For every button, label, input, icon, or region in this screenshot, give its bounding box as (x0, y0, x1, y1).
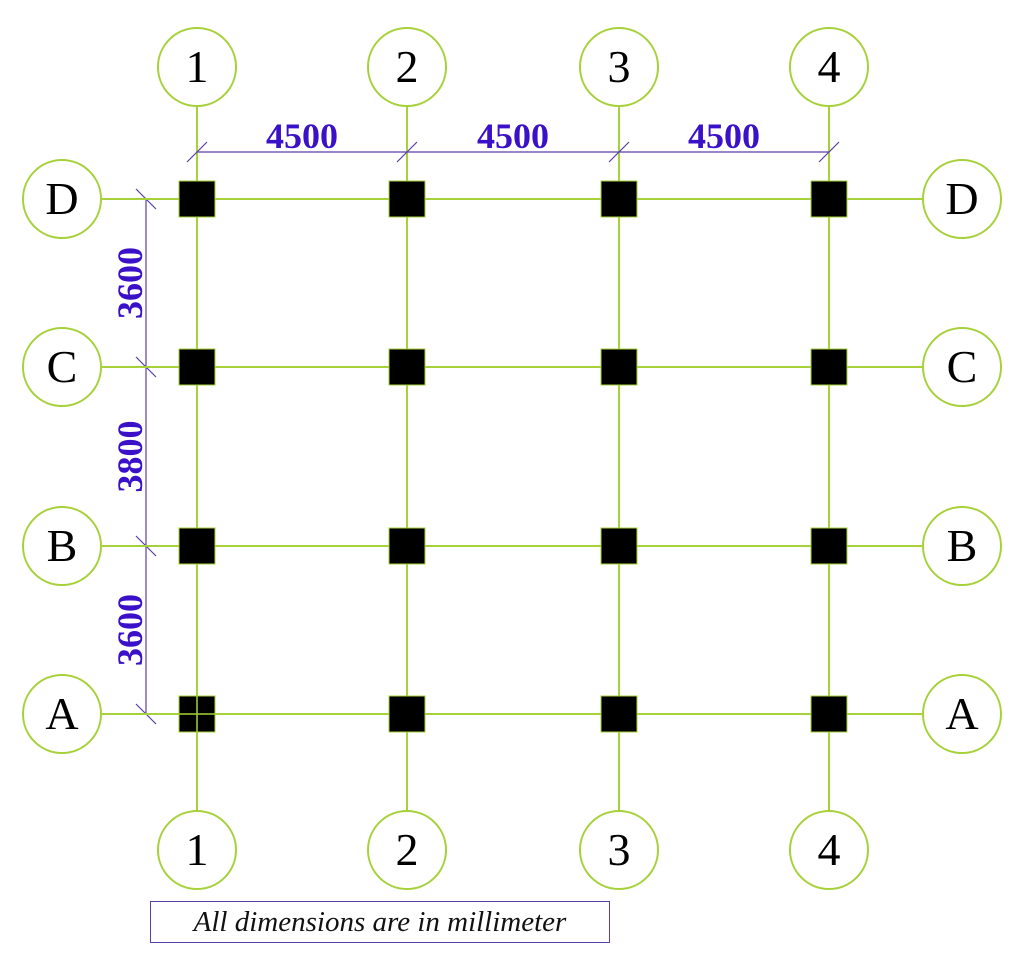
grid-bubble-bottom-1-label: 1 (186, 824, 209, 875)
dimension-text-v-1: 3600 (110, 247, 150, 319)
grid-bubble-left-B-label: B (47, 520, 78, 571)
dimension-text-h-1: 4500 (266, 116, 338, 156)
column-B2 (388, 527, 426, 565)
grid-bubble-bottom-3-circle (579, 810, 659, 890)
grid-bubble-right-A-label: A (945, 688, 978, 739)
column-C1 (178, 348, 216, 386)
grid-bubble-top-4-circle (789, 27, 869, 107)
grid-bubble-bottom-2-label: 2 (396, 824, 419, 875)
units-note: All dimensions are in millimeter (150, 901, 610, 943)
column-C2 (388, 348, 426, 386)
dimension-tick-h-3 (608, 141, 630, 163)
column-D4 (810, 180, 848, 218)
grid-bubble-right-B-circle (922, 506, 1002, 586)
column-D2 (388, 180, 426, 218)
column-A2 (388, 695, 426, 733)
grid-bubble-bottom-4-label: 4 (818, 824, 841, 875)
column-D1 (178, 180, 216, 218)
column-D3 (600, 180, 638, 218)
grid-bubble-right-C-circle (922, 327, 1002, 407)
dimension-text-v-2: 3800 (110, 421, 150, 493)
dimension-tick-h-1 (186, 141, 208, 163)
grid-bubble-right-B-label: B (947, 520, 978, 571)
column-B3 (600, 527, 638, 565)
grid-bubble-bottom-3-label: 3 (608, 824, 631, 875)
dimension-tick-h-2 (396, 141, 418, 163)
column-A3 (600, 695, 638, 733)
dimension-text-h-3: 4500 (688, 116, 760, 156)
grid-bubble-top-1-label: 1 (186, 41, 209, 92)
grid-bubble-top-1-circle (157, 27, 237, 107)
column-B4 (810, 527, 848, 565)
grid-bubble-right-D-label: D (945, 173, 978, 224)
grid-bubble-top-2-circle (367, 27, 447, 107)
grid-bubble-top-3-circle (579, 27, 659, 107)
grid-bubble-bottom-4-circle (789, 810, 869, 890)
grid-bubble-left-A-label: A (45, 688, 78, 739)
units-note-text: All dimensions are in millimeter (193, 905, 567, 938)
dimension-text-h-2: 4500 (477, 116, 549, 156)
grid-bubble-left-C-label: C (47, 341, 78, 392)
grid-bubble-top-3-label: 3 (608, 41, 631, 92)
column-C3 (600, 348, 638, 386)
grid-bubble-bottom-2-circle (367, 810, 447, 890)
column-B1 (178, 527, 216, 565)
dimension-tick-h-4 (818, 141, 840, 163)
grid-bubble-right-D-circle (922, 159, 1002, 239)
column-C4 (810, 348, 848, 386)
grid-bubble-bottom-1-circle (157, 810, 237, 890)
grid-bubble-left-D-label: D (45, 173, 78, 224)
grid-bubble-right-C-label: C (947, 341, 978, 392)
grid-bubble-right-A-circle (922, 674, 1002, 754)
dimension-text-v-3: 3600 (110, 594, 150, 666)
column-A4 (810, 695, 848, 733)
grid-bubble-top-4-label: 4 (818, 41, 841, 92)
grid-bubble-top-2-label: 2 (396, 41, 419, 92)
